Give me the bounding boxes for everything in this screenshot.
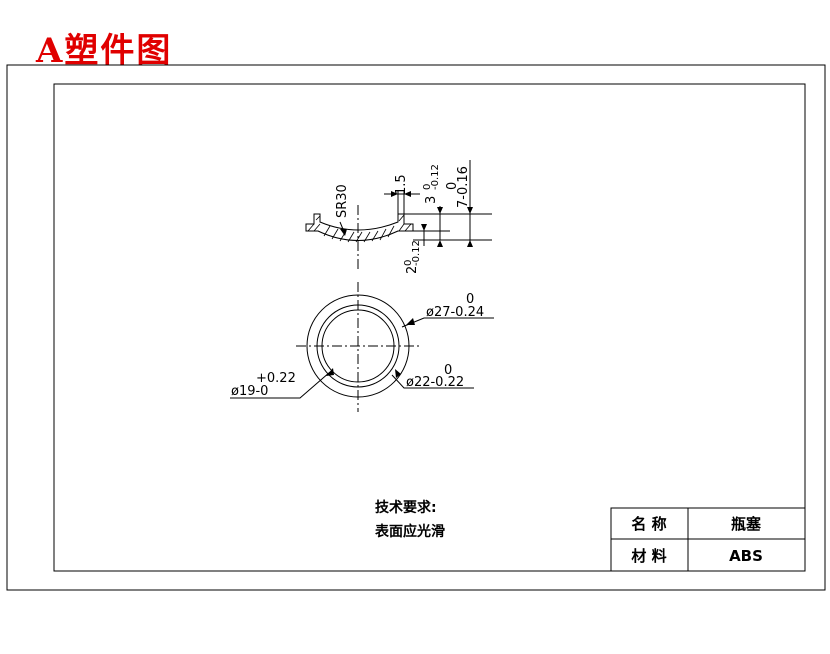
leader-d22 bbox=[391, 374, 474, 389]
dim-h2-nominal: 7 bbox=[456, 200, 471, 208]
section-view bbox=[305, 160, 492, 270]
dim-d22-upper: 0 bbox=[444, 363, 452, 378]
dim-h2-upper: 0 bbox=[445, 182, 460, 190]
title-block-material-label: 材 料 bbox=[631, 547, 666, 565]
section-hatching bbox=[307, 214, 412, 243]
section-arrows bbox=[340, 191, 473, 247]
plan-arrows bbox=[326, 318, 415, 378]
dim-h3-nominal: 2 bbox=[405, 266, 420, 274]
title-block-material-value: ABS bbox=[729, 547, 763, 565]
outer-frame bbox=[6, 64, 826, 591]
dim-sr30: SR30 bbox=[335, 184, 350, 218]
dim-d19-upper: +0.22 bbox=[256, 371, 296, 386]
dim-d22: ø22-0.22 bbox=[406, 375, 464, 390]
tech-notes-heading: 技术要求: bbox=[375, 499, 437, 516]
title-block bbox=[610, 507, 806, 572]
tech-notes-line: 表面应光滑 bbox=[374, 523, 445, 540]
dim-wall: 1.5 bbox=[394, 174, 409, 195]
dim-h2-lower: -0.16 bbox=[456, 166, 471, 200]
dim-h1-upper: 0 bbox=[422, 184, 433, 190]
dim-d27-upper: 0 bbox=[466, 292, 474, 307]
plan-view bbox=[230, 282, 494, 412]
title-block-name-value: 瓶塞 bbox=[731, 515, 762, 533]
dim-h1-lower: -0.12 bbox=[430, 164, 441, 190]
inner-frame bbox=[53, 83, 806, 572]
dim-h3-lower: -0.12 bbox=[411, 240, 422, 266]
title-block-name-label: 名 称 bbox=[631, 515, 666, 533]
dim-d19: ø19-0 bbox=[231, 384, 268, 399]
leader-d19 bbox=[230, 371, 331, 399]
dim-h2: 7-0.16 bbox=[456, 166, 471, 208]
dim-h1-nominal: 3 bbox=[424, 196, 439, 204]
dim-h3-upper: 0 bbox=[403, 260, 414, 266]
drawing-title: A塑件图 bbox=[36, 31, 173, 71]
dim-d27: ø27-0.24 bbox=[426, 305, 484, 320]
